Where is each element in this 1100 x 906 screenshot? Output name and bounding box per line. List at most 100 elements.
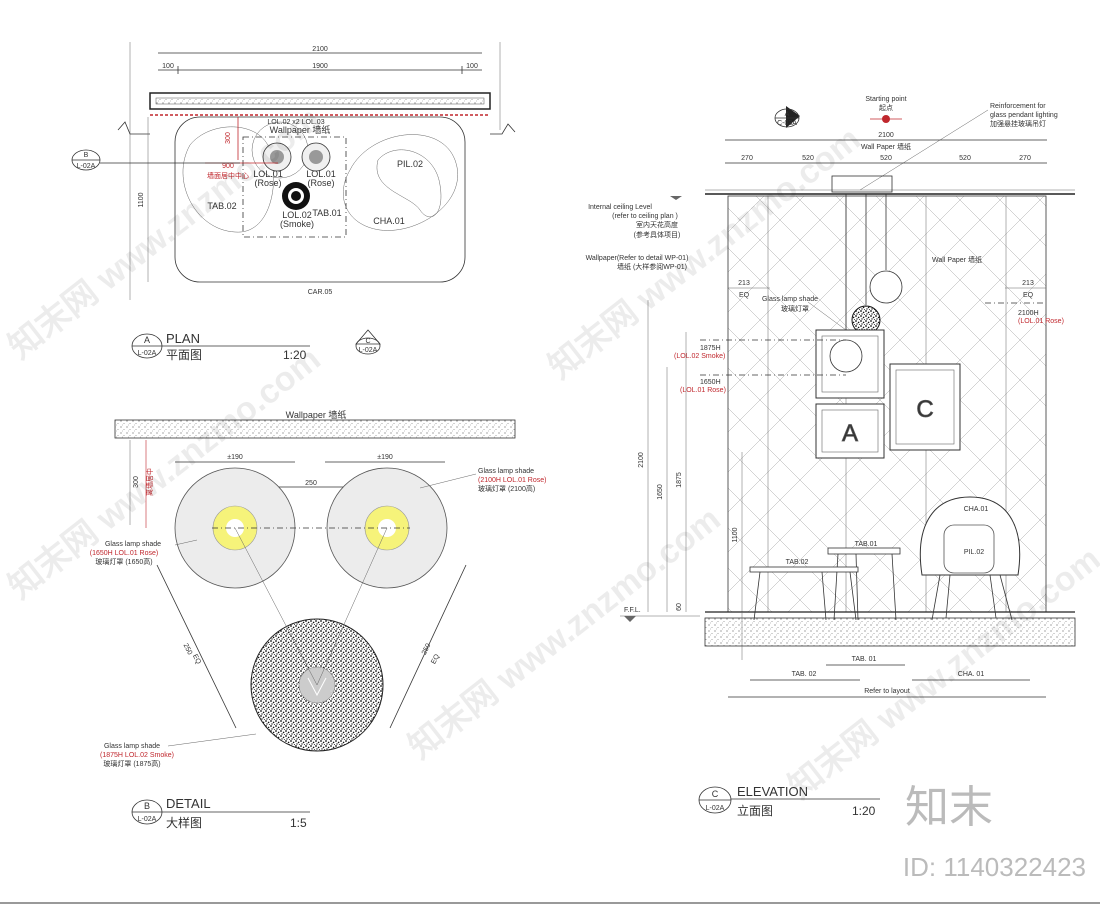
- detail-view: Wallpaper 墙纸 ±190 ±190 250 300 离墙居中 250 …: [90, 409, 547, 768]
- elev-dim-270-r: 270: [1019, 155, 1031, 162]
- detail-dim-250-right: 250: [421, 642, 433, 656]
- elev-reinf-1: Reinforcement for: [990, 103, 1046, 110]
- plan-marker-c: C: [365, 338, 370, 345]
- detail-shade-bottom-1: Glass lamp shade: [104, 743, 160, 750]
- detail-eq-right: EQ: [430, 653, 441, 666]
- title-b-letter: B: [144, 801, 150, 811]
- elev-pil02: PIL.02: [964, 549, 984, 556]
- title-c-letter: C: [712, 789, 719, 799]
- elev-frame-c: C: [916, 396, 933, 423]
- elev-refer: Refer to layout: [864, 688, 910, 695]
- plan-lol02: LOL.02: [282, 210, 312, 220]
- plan-pil02: PIL.02: [397, 159, 423, 169]
- elev-start-cn: 起点: [879, 104, 893, 112]
- elev-wallpaper-top: Wall Paper 墙纸: [861, 142, 911, 151]
- plan-lol-top: LOL.02 x2 LOL.03: [267, 119, 324, 126]
- plan-dim-left: 100: [162, 63, 174, 70]
- detail-dim-250-left: 250: [182, 643, 194, 657]
- elev-b-tab01: TAB. 01: [852, 656, 877, 663]
- watermark-1: 知末网 www.znzmo.com: [2, 100, 328, 366]
- elev-shade-2: 玻璃灯罩: [781, 304, 809, 313]
- detail-shade-left-3: 玻璃灯罩 (1650高): [95, 557, 152, 566]
- elevation-view: A C-03A Starting point 起点 Reinforcement …: [586, 96, 1076, 698]
- plan-smoke: (Smoke): [280, 219, 314, 229]
- title-detail: B L-02A DETAIL 大样图 1:5: [131, 796, 310, 830]
- elev-v-1650: 1650: [657, 484, 664, 500]
- elev-wp-2: 墙纸 (大样参阅WP-01): [617, 262, 687, 271]
- title-a-scale: 1:20: [283, 348, 307, 362]
- plan-car05: CAR.05: [308, 289, 333, 296]
- plan-dim-right: 100: [466, 63, 478, 70]
- detail-red-vertical: 离墙居中: [145, 468, 154, 496]
- title-b-en: DETAIL: [166, 796, 211, 811]
- plan-tab01: TAB.01: [312, 208, 341, 218]
- elev-ceiling-4: (参考具体项目): [634, 230, 681, 239]
- elev-reinf-2: glass pendant lighting: [990, 112, 1058, 119]
- detail-shade-bottom-3: 玻璃灯罩 (1875高): [103, 759, 160, 768]
- plan-dim-mid: 1900: [312, 63, 328, 70]
- plan-dim-300: 300: [225, 132, 232, 144]
- watermark-id: ID: 1140322423: [903, 852, 1086, 882]
- plan-rose-left: (Rose): [254, 178, 281, 188]
- elev-h2100: 2100H: [1018, 310, 1039, 317]
- elev-ffl: F.F.L.: [624, 607, 641, 614]
- elev-tab02: TAB.02: [786, 559, 809, 566]
- elev-start-en: Starting point: [865, 96, 906, 103]
- detail-shade-right-1: Glass lamp shade: [478, 468, 534, 475]
- elev-wp-inner: Wall Paper 墙纸: [932, 255, 982, 264]
- elev-shade-1: Glass lamp shade: [762, 296, 818, 303]
- detail-dim-250: 250: [305, 480, 317, 487]
- elev-cha01: CHA.01: [964, 506, 989, 513]
- elev-frame-a: A: [842, 420, 858, 447]
- plan-marker-c-ref: L-02A: [359, 347, 378, 354]
- title-c-cn: 立面图: [737, 803, 773, 818]
- detail-dim-300: 300: [133, 476, 140, 488]
- title-c-scale: 1:20: [852, 804, 876, 818]
- detail-shade-right-3: 玻璃灯罩 (2100高): [478, 484, 535, 493]
- title-a-letter: A: [144, 335, 150, 345]
- elev-h1875: 1875H: [700, 345, 721, 352]
- plan-rose-right: (Rose): [307, 178, 334, 188]
- detail-eq-left: EQ: [191, 653, 202, 666]
- title-b-scale: 1:5: [290, 816, 307, 830]
- title-a-en: PLAN: [166, 331, 200, 346]
- plan-wallpaper: Wallpaper 墙纸: [270, 124, 331, 135]
- elev-v-1875: 1875: [676, 472, 683, 488]
- elev-dim-520-3: 520: [959, 155, 971, 162]
- elev-dim-520-1: 520: [802, 155, 814, 162]
- title-b-ref: L-02A: [138, 816, 157, 823]
- elev-v-2100: 2100: [638, 452, 645, 468]
- plan-dim-900: 900: [222, 163, 234, 170]
- elev-dim-213-l: 213: [738, 280, 750, 287]
- detail-shade-bottom-2: (1875H LOL.02 Smoke): [100, 752, 174, 759]
- watermark-3: 知末网 www.znzmo.com: [402, 500, 728, 766]
- title-a-cn: 平面图: [166, 348, 202, 362]
- detail-dim-190-left: ±190: [227, 454, 243, 461]
- elev-dim-520-2: 520: [880, 155, 892, 162]
- elev-wp-1: Wallpaper(Refer to detail WP-01): [586, 255, 689, 262]
- plan-cha01: CHA.01: [373, 216, 405, 226]
- elev-h1650-note: (LOL.01 Rose): [680, 387, 726, 394]
- elev-h1875-note: (LOL.02 Smoke): [674, 353, 725, 360]
- detail-shade-left-1: Glass lamp shade: [105, 541, 161, 548]
- elev-eq-r: EQ: [1023, 292, 1034, 299]
- title-c-en: ELEVATION: [737, 784, 808, 799]
- elev-b-cha01: CHA. 01: [958, 671, 985, 678]
- detail-wallpaper: Wallpaper 墙纸: [286, 409, 347, 420]
- elev-top-dim: 2100: [878, 132, 894, 139]
- elev-reinf-3: 加强悬挂玻璃吊灯: [990, 119, 1046, 128]
- elev-dim-213-r: 213: [1022, 280, 1034, 287]
- elev-tab01: TAB.01: [855, 541, 878, 548]
- elev-marker-a: A: [785, 111, 790, 118]
- elev-v-1100: 1100: [732, 527, 739, 542]
- elev-dim-270-l: 270: [741, 155, 753, 162]
- title-elevation: C L-02A ELEVATION 立面图 1:20: [698, 784, 880, 818]
- detail-dim-190-right: ±190: [377, 454, 393, 461]
- plan-overall-dim: 2100: [312, 46, 328, 53]
- elev-b-tab02: TAB. 02: [792, 671, 817, 678]
- elev-ceiling-3: 室内天花高度: [636, 220, 678, 229]
- elev-marker-a-ref: C-03A: [777, 120, 797, 127]
- elev-h1650: 1650H: [700, 379, 721, 386]
- title-c-ref: L-02A: [706, 805, 725, 812]
